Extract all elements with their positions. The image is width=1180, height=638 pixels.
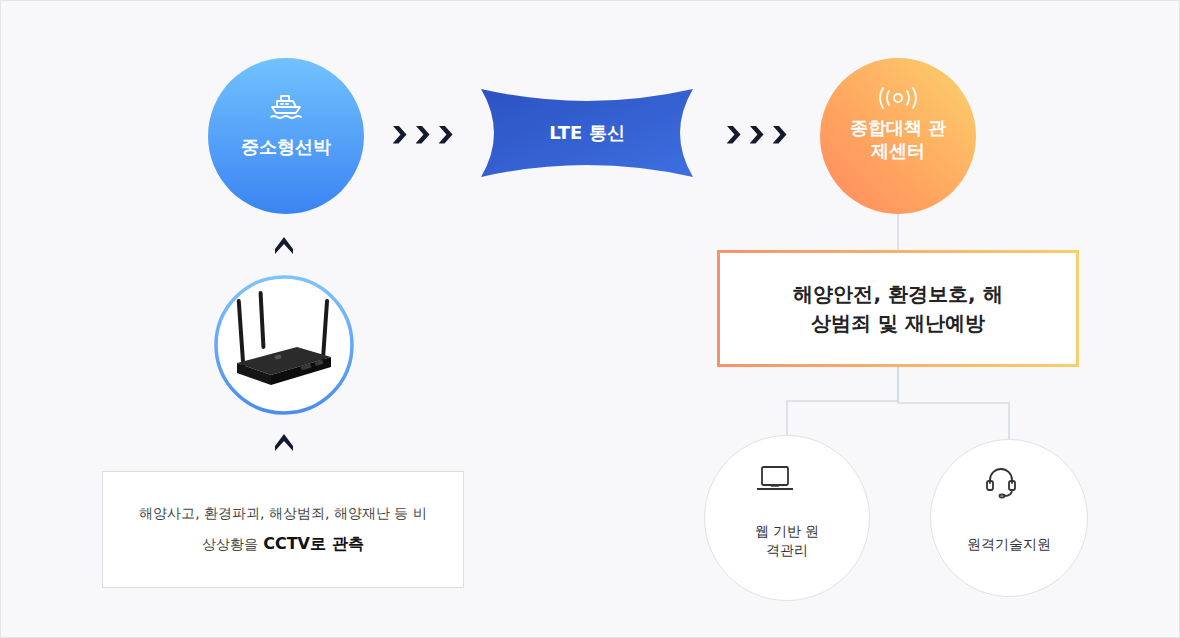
text-wrap: 해양사고, 환경파괴, 해상범죄, 해양재난 등 비상상황을CCTV로 관측 [133, 500, 433, 558]
up-chevron [275, 434, 293, 451]
goal-box: 해양안전, 환경보호, 해상범죄 및 재난예방 [717, 250, 1079, 367]
text-wrap: 중소형선박 [241, 135, 331, 158]
tree-line [898, 367, 1009, 439]
node-label: 해양안전, 환경보호, 해상범죄 및 재난예방 [786, 280, 1011, 338]
ship-icon [268, 91, 304, 119]
text-wrap: 원격기술지원 [967, 535, 1051, 553]
emphasis-text: CCTV로 관측 [263, 534, 363, 553]
router-ring [216, 277, 352, 413]
laptop-icon [755, 464, 795, 494]
node-label: 웹 기반 원격관리 [751, 522, 823, 560]
chevron-connector [693, 134, 820, 135]
chevron-connector [364, 134, 481, 135]
tree-line [787, 367, 898, 435]
network-band: LTE 통신 [481, 89, 693, 177]
node-label: 종합대책 관제센터 [848, 116, 948, 163]
up-chevron [275, 237, 293, 254]
vessel-circle: 중소형선박 [208, 58, 364, 214]
service-circle: 웹 기반 원격관리 [704, 435, 870, 601]
service-circle: 원격기술지원 [930, 439, 1088, 597]
node-label: 중소형선박 [241, 135, 331, 158]
text-wrap: 해양안전, 환경보호, 해상범죄 및 재난예방 [786, 280, 1011, 338]
text-wrap: 웹 기반 원격관리 [751, 522, 823, 560]
control-center-circle: 종합대책 관제센터 [820, 58, 976, 214]
band-outline [481, 89, 693, 177]
text-wrap: LTE 통신 [549, 121, 624, 144]
headset-icon [983, 465, 1019, 501]
text-wrap: 종합대책 관제센터 [848, 116, 948, 163]
router-illustration [237, 291, 331, 385]
observation-box: 해양사고, 환경파괴, 해상범죄, 해양재난 등 비상상황을CCTV로 관측 [102, 471, 464, 588]
node-label: 원격기술지원 [967, 535, 1051, 553]
broadcast-icon [873, 86, 923, 110]
node-label: LTE 통신 [549, 121, 624, 144]
tree-line [897, 214, 899, 250]
